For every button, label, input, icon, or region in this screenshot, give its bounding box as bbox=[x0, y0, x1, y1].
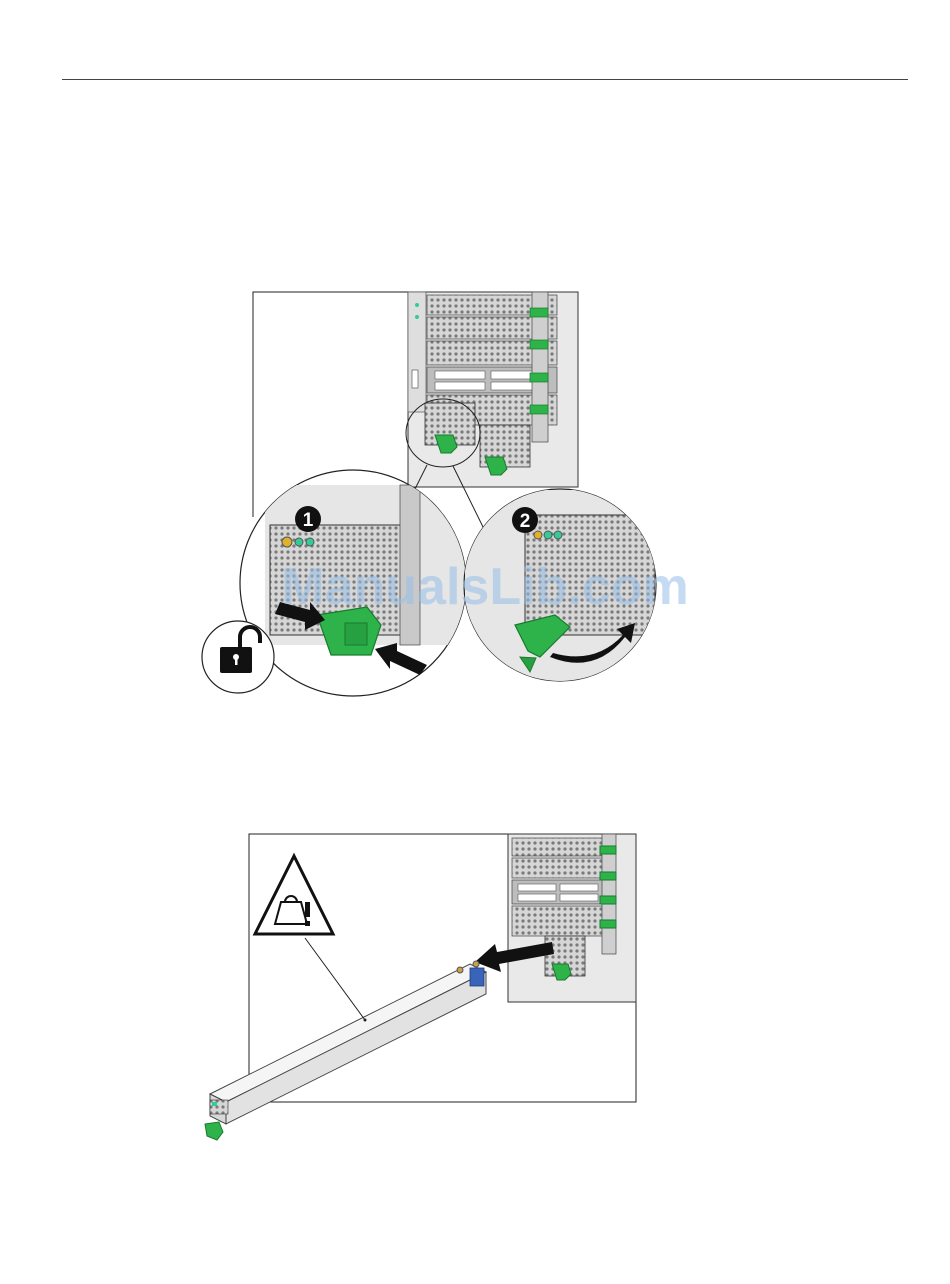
heavy-weight-warning-icon bbox=[255, 856, 367, 1022]
figure-release-latch: 1 bbox=[195, 285, 695, 705]
power-supply-unit bbox=[205, 961, 486, 1140]
magnified-view-step2: 2 bbox=[464, 489, 665, 690]
figure-remove-psu bbox=[190, 828, 650, 1158]
header-divider bbox=[62, 79, 908, 80]
step1-label: 1 bbox=[303, 510, 314, 531]
unlock-icon bbox=[202, 621, 274, 693]
step2-label: 2 bbox=[520, 511, 531, 532]
magnified-view-step1: 1 bbox=[240, 470, 495, 696]
